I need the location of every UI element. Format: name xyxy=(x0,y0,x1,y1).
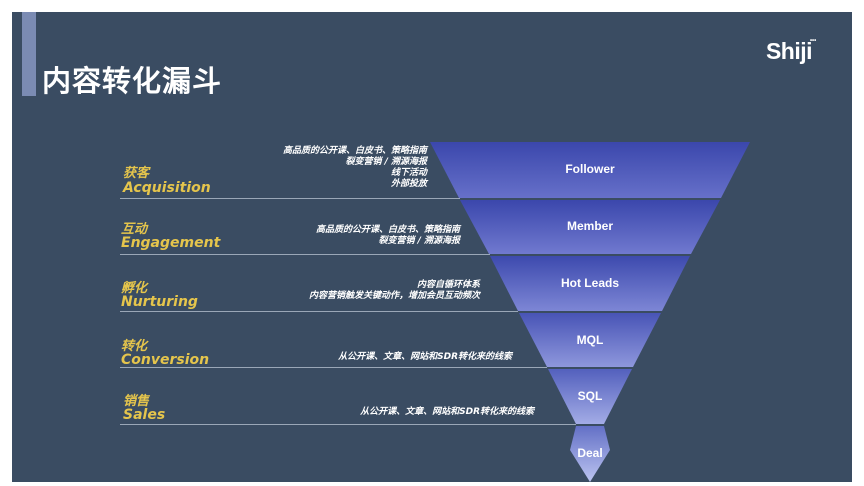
funnel-level-hot-leads xyxy=(490,256,690,311)
desc-line: 裂变营销 / 溯源海报 xyxy=(345,157,427,167)
desc-line: 线下活动 xyxy=(390,168,427,178)
title-accent-bar xyxy=(22,12,36,96)
stage-sales-desc: 从公开课、文章、网站和SDR转化来的线索 xyxy=(360,407,534,418)
desc-line: 高品质的公开课、白皮书、策略指南 xyxy=(282,146,427,156)
desc-line: 高品质的公开课、白皮书、策略指南 xyxy=(315,225,460,235)
funnel-level-deal xyxy=(570,426,610,482)
logo-text: Shiji xyxy=(765,38,813,64)
stage-conversion-en: Conversion xyxy=(121,352,210,368)
desc-line: 外部投放 xyxy=(390,179,427,189)
funnel-label-mql: MQL xyxy=(576,333,604,347)
stage-acquisition-cn: 获客 xyxy=(123,166,150,181)
funnel-label-member: Member xyxy=(566,219,613,233)
funnel-label-deal: Deal xyxy=(577,446,603,460)
slide: 内容转化漏斗 Shiji ••• Follower Member Hot Lea… xyxy=(12,12,852,482)
funnel-level-mql xyxy=(519,313,661,367)
stage-acquisition-en: Acquisition xyxy=(123,180,211,196)
logo-dots-icon: ••• xyxy=(809,38,817,44)
funnel-label-sql: SQL xyxy=(577,389,603,403)
shiji-logo: Shiji ••• xyxy=(765,38,816,65)
funnel-level-sql xyxy=(548,369,632,424)
funnel-diagram xyxy=(430,142,750,482)
stage-nurturing-cn: 孵化 xyxy=(121,281,148,296)
funnel-label-hot-leads: Hot Leads xyxy=(560,276,619,290)
desc-line: 内容营销触发关键动作，增加会员互动频次 xyxy=(308,291,480,301)
divider-line xyxy=(120,311,518,312)
stage-conversion-cn: 转化 xyxy=(121,339,148,354)
divider-line xyxy=(120,367,547,368)
divider-line xyxy=(120,254,490,255)
divider-line xyxy=(120,198,460,199)
stage-nurturing-desc: 内容自循环体系 内容营销触发关键动作，增加会员互动频次 xyxy=(309,280,480,302)
stage-engagement-desc: 高品质的公开课、白皮书、策略指南 裂变营销 / 溯源海报 xyxy=(316,225,460,247)
desc-line: 裂变营销 / 溯源海报 xyxy=(378,236,460,246)
funnel-label-follower: Follower xyxy=(565,162,615,176)
stage-sales-cn: 销售 xyxy=(123,394,150,409)
funnel-level-member xyxy=(460,200,720,254)
slide-title: 内容转化漏斗 xyxy=(42,64,223,98)
funnel-level-follower xyxy=(430,142,750,198)
stage-conversion-desc: 从公开课、文章、网站和SDR转化来的线索 xyxy=(338,352,512,363)
stage-acquisition-desc: 高品质的公开课、白皮书、策略指南 裂变营销 / 溯源海报 线下活动 外部投放 xyxy=(283,146,427,190)
divider-line xyxy=(120,424,576,425)
stage-engagement-en: Engagement xyxy=(121,235,221,251)
stage-engagement-cn: 互动 xyxy=(121,222,148,237)
stage-sales-en: Sales xyxy=(123,407,166,423)
desc-line: 内容自循环体系 xyxy=(416,280,480,290)
desc-line: 从公开课、文章、网站和SDR转化来的线索 xyxy=(338,352,512,362)
desc-line: 从公开课、文章、网站和SDR转化来的线索 xyxy=(360,407,534,417)
stage-nurturing-en: Nurturing xyxy=(121,294,198,310)
